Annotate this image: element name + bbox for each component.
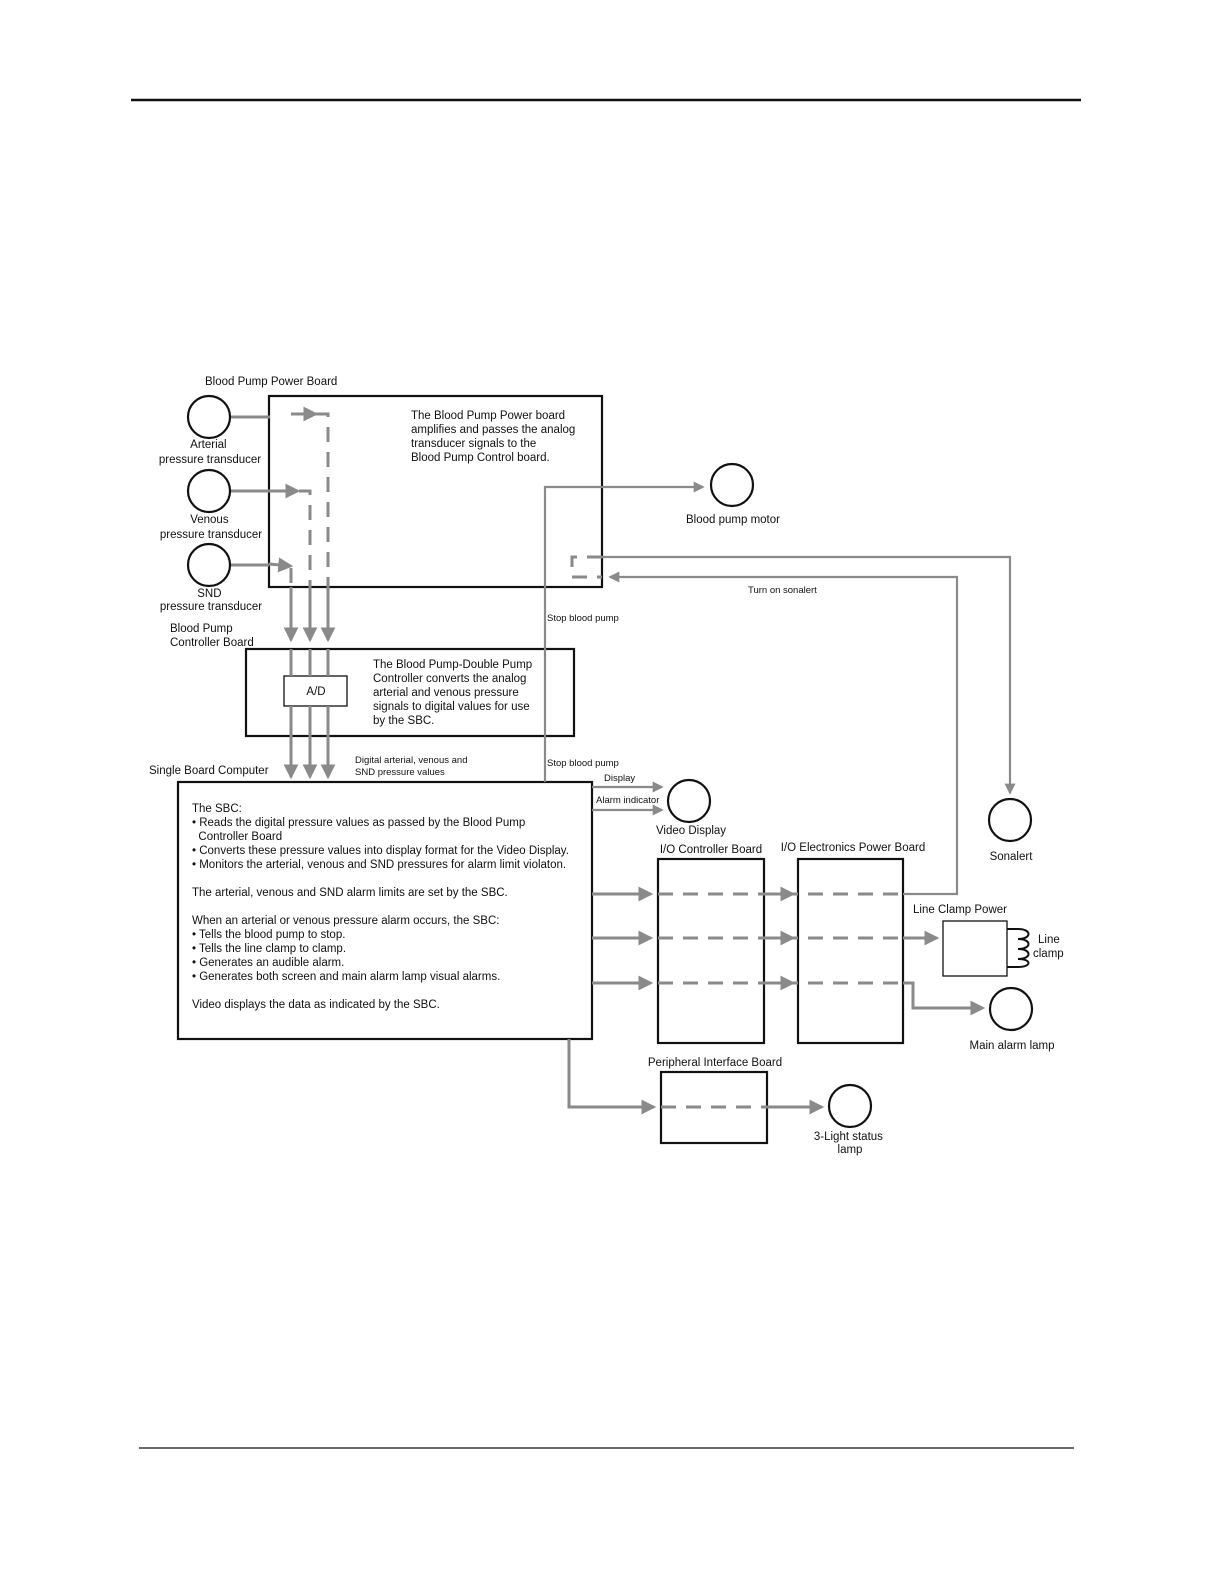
line-clamp-label: Line clamp [1033, 934, 1064, 960]
digital-values-label: Digital arterial, venous and SND pressur… [355, 755, 470, 778]
main-alarm-output [903, 981, 986, 1016]
stop-blood-pump-line [543, 481, 705, 782]
sbc-title: Single Board Computer [149, 765, 269, 777]
line-clamp-power-title: Line Clamp Power [913, 904, 1007, 916]
sbc-description: The SBC: • Reads the digital pressure va… [0, 0, 598, 1011]
main-alarm-lamp-icon [988, 986, 1034, 1032]
alarm-indicator-label: Alarm indicator [596, 795, 659, 806]
status-lamp-icon [827, 1083, 873, 1129]
io-controller-title: I/O Controller Board [660, 844, 762, 856]
io-controller-board [656, 857, 766, 1045]
snd-label: SND pressure transducer [160, 588, 262, 613]
display-label: Display [604, 773, 635, 784]
sonalert-dash-stub [570, 555, 602, 579]
peripheral-board-title: Peripheral Interface Board [648, 1057, 782, 1069]
venous-label: Venous pressure transducer [160, 514, 262, 541]
video-display-icon [666, 778, 712, 824]
stop-blood-pump-label-lower: Stop blood pump [547, 758, 619, 769]
snd-input-arrow [268, 557, 294, 573]
bp-power-board-desc: The Blood Pump Power board amplifies and… [411, 410, 579, 464]
bp-power-board-title: Blood Pump Power Board [205, 376, 337, 388]
ad-label: A/D [306, 686, 325, 698]
sonalert-feed-line [602, 555, 1016, 795]
video-display-label: Video Display [656, 825, 726, 837]
bp-controller-board-desc: The Blood Pump-Double Pump Controller co… [373, 659, 535, 727]
stop-blood-pump-label-upper: Stop blood pump [547, 613, 619, 624]
sonalert-label: Sonalert [990, 851, 1034, 863]
single-board-computer [176, 780, 594, 1041]
turn-on-sonalert-line [608, 571, 959, 896]
status-lamp-label: 3-Light status lamp [814, 1131, 886, 1156]
venous-transducer [186, 468, 232, 514]
io-power-title: I/O Electronics Power Board [781, 842, 925, 854]
line-clamp-power-box [942, 920, 1008, 977]
main-alarm-lamp-label: Main alarm lamp [970, 1040, 1055, 1052]
turn-on-sonalert-label: Turn on sonalert [748, 585, 817, 596]
blood-pump-motor-icon [709, 462, 755, 508]
line-clamp-coil-icon [1007, 928, 1030, 968]
snd-transducer [186, 542, 232, 588]
ad-converter [283, 675, 348, 707]
arterial-dash-path [316, 412, 330, 590]
bp-controller-board-title: Blood Pump Controller Board [170, 623, 254, 649]
blood-pump-motor-label: Blood pump motor [686, 514, 780, 526]
sbc-to-peripheral [567, 1039, 657, 1115]
sonalert-icon [987, 797, 1033, 843]
io-electronics-power-board [796, 857, 905, 1045]
arterial-transducer [186, 394, 232, 440]
arterial-label: Arterial pressure transducer [159, 439, 261, 466]
venous-dash-path [299, 489, 312, 590]
